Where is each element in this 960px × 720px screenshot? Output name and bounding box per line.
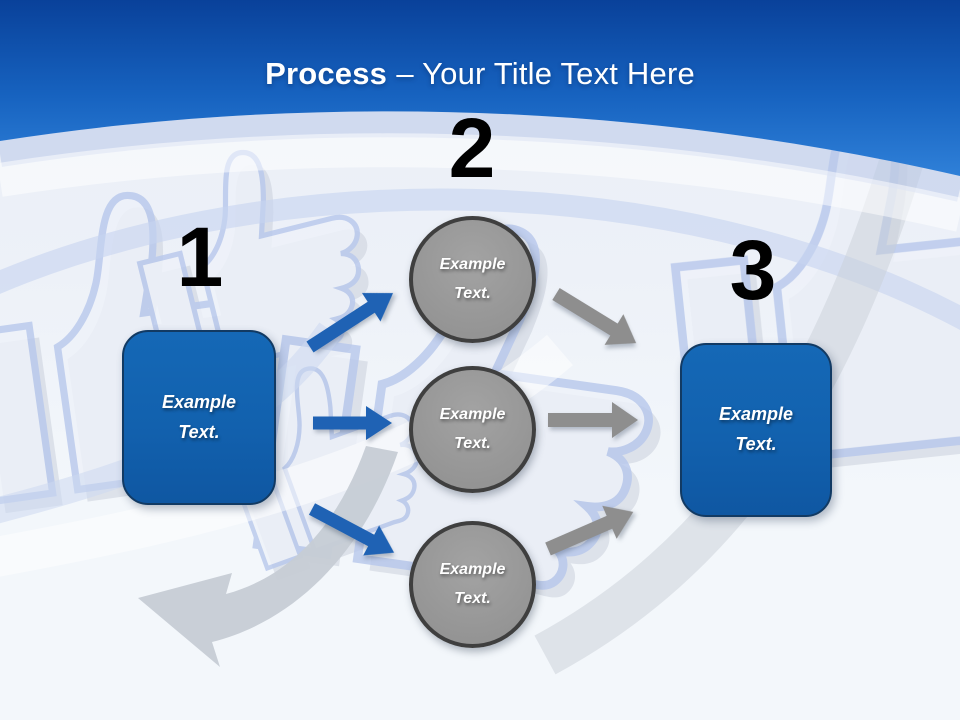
slide-title: Process– Your Title Text Here — [0, 56, 960, 92]
blue-arrow-down-icon — [308, 503, 395, 556]
title-subtitle: – Your Title Text Here — [396, 56, 695, 91]
gray-arrow-down-icon — [552, 288, 637, 345]
blue-arrow-right-icon — [313, 406, 392, 440]
gray-arrow-up-icon — [545, 505, 634, 556]
process-box-left-label: Example Text. — [161, 391, 237, 442]
step-number-3: 3 — [729, 223, 777, 317]
process-circle-2: Example Text. — [409, 366, 536, 493]
gray-arrow-right-icon — [548, 402, 638, 438]
step-number-1: 1 — [176, 210, 224, 304]
process-box-right: Example Text. — [680, 343, 832, 517]
process-circle-1: Example Text. — [409, 216, 536, 343]
process-circle-2-label: Example Text. — [439, 405, 506, 452]
process-circle-1-label: Example Text. — [439, 255, 506, 302]
process-box-right-label: Example Text. — [718, 404, 794, 454]
process-circle-3: Example Text. — [409, 521, 536, 648]
blue-arrow-up-icon — [306, 292, 394, 353]
process-box-left: Example Text. — [122, 330, 276, 505]
process-circle-3-label: Example Text. — [439, 560, 506, 607]
step-number-2: 2 — [448, 101, 496, 195]
title-keyword: Process — [265, 56, 388, 91]
